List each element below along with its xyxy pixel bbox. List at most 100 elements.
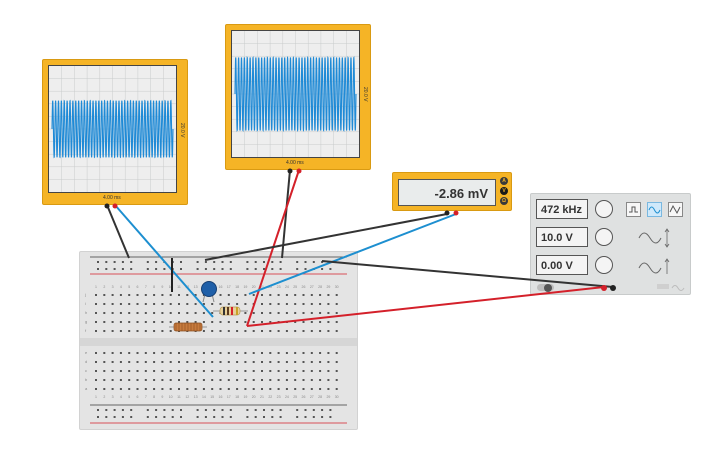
svg-text:29: 29 [326, 285, 330, 289]
svg-text:4: 4 [120, 285, 122, 289]
svg-text:17: 17 [227, 395, 231, 399]
row-label-i: i [85, 301, 86, 306]
oscilloscope-left[interactable]: 4.00 ms 20.0 V [42, 59, 188, 205]
svg-text:5: 5 [128, 285, 130, 289]
device-logo-icon [657, 284, 685, 291]
svg-text:6: 6 [137, 285, 139, 289]
offset-indicator-icon [638, 258, 670, 274]
square-wave-icon [629, 206, 638, 213]
svg-text:16: 16 [219, 285, 223, 289]
svg-text:29: 29 [326, 395, 330, 399]
oscilloscope-right-screen [231, 30, 360, 158]
multimeter-voltmeter-button[interactable]: V [500, 187, 508, 195]
svg-text:4: 4 [120, 395, 122, 399]
dc-offset-knob[interactable] [595, 256, 613, 274]
svg-text:16: 16 [219, 395, 223, 399]
svg-text:26: 26 [302, 285, 306, 289]
svg-text:20: 20 [252, 285, 256, 289]
svg-text:26: 26 [302, 395, 306, 399]
amplitude-indicator-icon [638, 228, 670, 248]
svg-text:21: 21 [260, 395, 264, 399]
multimeter-ohmmeter-button[interactable]: Ω [500, 197, 508, 205]
probe-tip-meter-red [453, 210, 459, 216]
svg-text:13: 13 [194, 395, 198, 399]
row-label-b: b [85, 377, 88, 382]
svg-text:22: 22 [268, 285, 272, 289]
svg-text:21: 21 [260, 285, 264, 289]
svg-text:11: 11 [177, 395, 181, 399]
svg-text:9: 9 [161, 395, 163, 399]
oscilloscope-right-trace [232, 31, 359, 157]
svg-text:24: 24 [285, 395, 289, 399]
svg-text:22: 22 [268, 395, 272, 399]
svg-text:30: 30 [335, 285, 339, 289]
row-label-e: e [85, 350, 88, 355]
svg-text:8: 8 [153, 395, 155, 399]
svg-text:19: 19 [243, 395, 247, 399]
oscilloscope-right-volt-label: 20.0 V [362, 87, 368, 102]
svg-text:15: 15 [210, 285, 214, 289]
svg-text:15: 15 [210, 395, 214, 399]
svg-text:13: 13 [194, 285, 198, 289]
amplitude-field[interactable]: 10.0 V [536, 227, 588, 247]
svg-text:14: 14 [202, 395, 206, 399]
svg-text:28: 28 [318, 285, 322, 289]
dc-offset-field[interactable]: 0.00 V [536, 255, 588, 275]
sine-wave-icon [648, 206, 661, 214]
multimeter-ammeter-button[interactable]: A [500, 177, 508, 185]
svg-text:19: 19 [243, 285, 247, 289]
row-label-h: h [85, 310, 87, 315]
svg-text:23: 23 [277, 285, 281, 289]
svg-text:12: 12 [185, 395, 189, 399]
oscilloscope-right-waveform [234, 56, 357, 132]
oscilloscope-left-volt-label: 20.0 V [179, 123, 185, 138]
row-label-c: c [85, 368, 87, 373]
probe-tip-meter-black [444, 210, 450, 216]
svg-text:8: 8 [153, 285, 155, 289]
svg-text:7: 7 [145, 285, 147, 289]
svg-text:23: 23 [277, 395, 281, 399]
function-generator[interactable]: 472 kHz 10.0 V 0.00 V [530, 193, 691, 295]
svg-text:18: 18 [235, 395, 239, 399]
multimeter-display: -2.86 mV [398, 179, 496, 206]
svg-text:2: 2 [103, 395, 105, 399]
svg-text:27: 27 [310, 395, 314, 399]
svg-text:20: 20 [252, 395, 256, 399]
oscilloscope-right[interactable]: 4.00 ms 20.0 V [225, 24, 371, 170]
triangle-wave-button[interactable] [668, 202, 683, 217]
svg-text:7: 7 [145, 395, 147, 399]
row-label-j: j [84, 292, 86, 297]
svg-text:25: 25 [293, 395, 297, 399]
wire-black-scope-right [281, 169, 291, 259]
svg-text:18: 18 [235, 285, 239, 289]
svg-text:14: 14 [202, 285, 206, 289]
frequency-knob[interactable] [595, 200, 613, 218]
oscilloscope-left-time-label: 4.00 ms [103, 195, 121, 201]
svg-text:2: 2 [103, 285, 105, 289]
frequency-field[interactable]: 472 kHz [536, 199, 588, 219]
svg-text:3: 3 [112, 285, 114, 289]
oscilloscope-right-time-label: 4.00 ms [286, 160, 304, 166]
svg-text:10: 10 [169, 395, 173, 399]
power-toggle-knob [544, 283, 552, 292]
svg-text:1: 1 [95, 285, 97, 289]
sine-wave-button[interactable] [647, 202, 662, 217]
svg-text:10: 10 [169, 285, 173, 289]
svg-text:3: 3 [112, 395, 114, 399]
power-toggle[interactable] [537, 283, 554, 292]
amplitude-knob[interactable] [595, 228, 613, 246]
row-label-g: g [85, 319, 87, 324]
multimeter[interactable]: -2.86 mV A V Ω [392, 172, 512, 211]
row-label-f: f [85, 328, 87, 333]
svg-text:6: 6 [137, 395, 139, 399]
triangle-wave-icon [669, 204, 681, 215]
svg-text:30: 30 [335, 395, 339, 399]
svg-text:17: 17 [227, 285, 231, 289]
svg-text:12: 12 [185, 285, 189, 289]
svg-text:27: 27 [310, 285, 314, 289]
svg-text:1: 1 [95, 395, 97, 399]
svg-text:5: 5 [128, 395, 130, 399]
square-wave-button[interactable] [626, 202, 641, 217]
